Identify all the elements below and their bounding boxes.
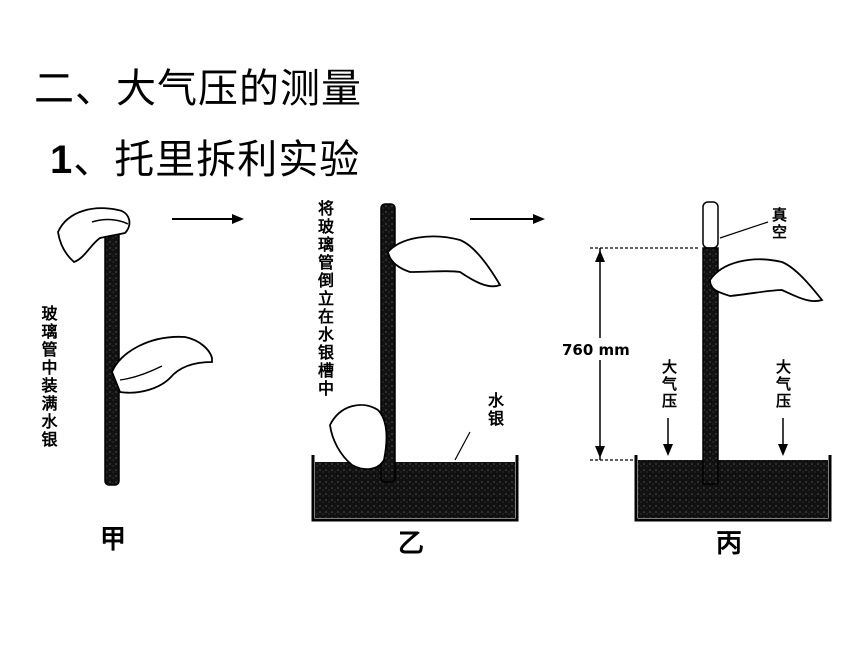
caption-bing: 丙 (716, 529, 742, 559)
glass-tube-inverted (380, 203, 396, 483)
mercury-column (702, 247, 719, 485)
caption-yi: 乙 (398, 529, 424, 559)
label-mercury: 水银 (488, 391, 505, 428)
page-heading: 二、大气压的测量 (34, 66, 362, 112)
hand-in-mercury (329, 404, 388, 471)
hand-bottom (111, 336, 213, 394)
panel-bing: 真空 760 mm 大气压 大气压 丙 (560, 201, 832, 559)
hand-bing (709, 258, 824, 302)
hand-top (57, 207, 131, 264)
mercury-pool-bing (638, 460, 828, 518)
experiment-illustration: 玻璃管中装满水银 甲 将玻璃管倒立在水银槽中 水银 乙 真空 (39, 199, 832, 559)
svg-text:玻璃管中装满水银: 玻璃管中装满水银 (39, 304, 59, 448)
label-vacuum: 真空 (772, 206, 787, 241)
section-title: 1、托里拆利实验 (50, 127, 360, 185)
panel-yi: 将玻璃管倒立在水银槽中 水银 乙 (311, 199, 545, 559)
label-pressure-right: 大气压 (775, 358, 791, 410)
mercury-pool-yi (315, 462, 515, 518)
caption-jia: 甲 (100, 525, 126, 555)
label-760mm: 760 mm (562, 341, 630, 359)
torricelli-experiment-figure: 玻璃管中装满水银 甲 将玻璃管倒立在水银槽中 水银 乙 真空 (0, 185, 860, 585)
section-title-text: 、托里拆利实验 (73, 137, 361, 183)
hand-holding-tube (387, 235, 502, 288)
label-jia-vertical: 玻璃管中装满水银 (39, 304, 59, 448)
mercury-trough-bing (634, 455, 832, 522)
mercury-trough-yi (311, 455, 519, 522)
section-number: 1 (50, 138, 74, 182)
glass-tube-full (104, 214, 120, 486)
label-pressure-left: 大气压 (661, 358, 677, 410)
panel-jia: 玻璃管中装满水银 甲 (39, 207, 244, 555)
label-yi-vertical: 将玻璃管倒立在水银槽中 (317, 199, 335, 398)
vacuum-space (702, 201, 719, 249)
